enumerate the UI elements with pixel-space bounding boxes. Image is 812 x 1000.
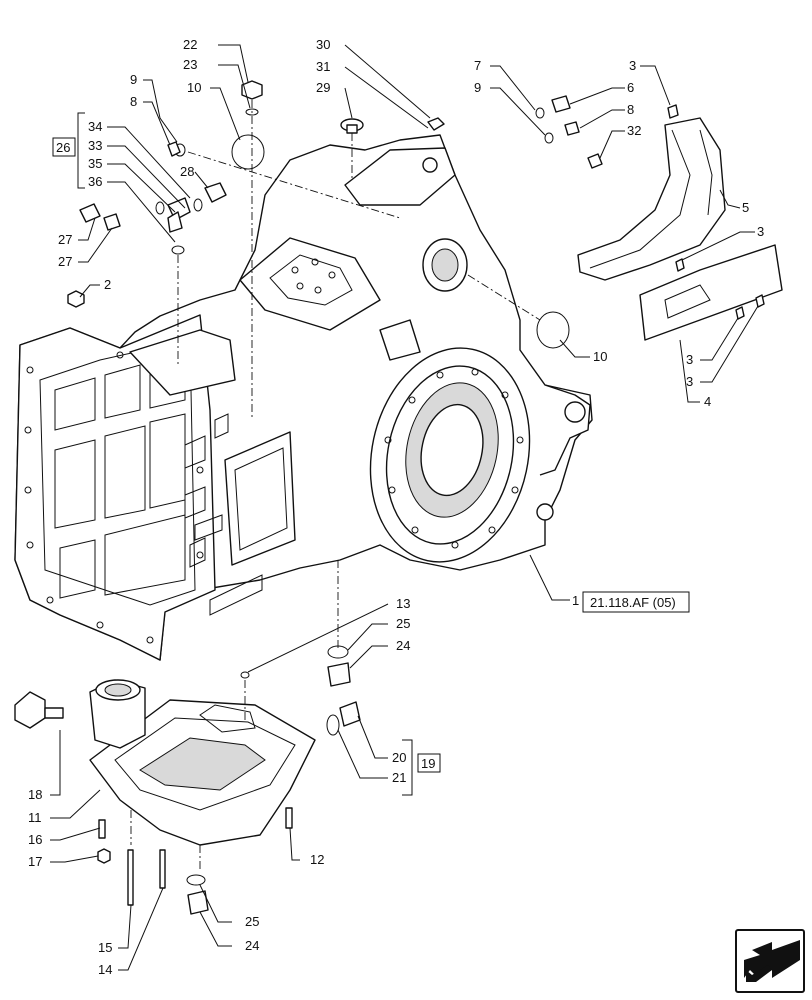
callout-30: 30: [316, 37, 330, 52]
lower-shield: [639, 244, 783, 341]
oil-sump: [14, 679, 316, 915]
callout-25-upper: 25: [396, 616, 410, 631]
callout-3-right: 3: [757, 224, 764, 239]
kit-19-bracket: [402, 739, 441, 796]
callout-3-top: 3: [629, 58, 636, 73]
cross-reference-label[interactable]: 21.118.AF (05): [590, 595, 676, 610]
callout-2: 2: [104, 277, 111, 292]
callout-3-lower-b: 3: [686, 374, 693, 389]
kit-19-label: 19: [421, 756, 435, 771]
callout-27-lower: 27: [58, 254, 72, 269]
callout-14: 14: [98, 962, 112, 977]
arrow-return-icon[interactable]: [735, 929, 805, 993]
callout-25-lower: 25: [245, 914, 259, 929]
alignment-axes: [130, 100, 541, 872]
callout-29: 29: [316, 80, 330, 95]
callout-10-right: 10: [593, 349, 607, 364]
callout-22: 22: [183, 37, 197, 52]
callout-8-left: 8: [130, 94, 137, 109]
callout-20: 20: [392, 750, 406, 765]
callout-10-top: 10: [187, 80, 201, 95]
callout-17: 17: [28, 854, 42, 869]
callout-12: 12: [310, 852, 324, 867]
callout-6: 6: [627, 80, 634, 95]
callout-11: 11: [28, 810, 42, 825]
callout-36: 36: [88, 174, 102, 189]
callout-1: 1: [572, 593, 579, 608]
callout-27-upper: 27: [58, 232, 72, 247]
callout-9-left: 9: [130, 72, 137, 87]
callout-5: 5: [742, 200, 749, 215]
callout-7: 7: [474, 58, 481, 73]
callout-24-lower: 24: [245, 938, 259, 953]
callout-13: 13: [396, 596, 410, 611]
callout-4: 4: [704, 394, 711, 409]
callout-3-lower-a: 3: [686, 352, 693, 367]
transmission-housing: [14, 134, 593, 661]
callout-33: 33: [88, 138, 102, 153]
callout-31: 31: [316, 59, 330, 74]
callout-24-upper: 24: [396, 638, 410, 653]
callout-34: 34: [88, 119, 102, 134]
callout-9-right: 9: [474, 80, 481, 95]
kit-26-bracket: [52, 112, 85, 189]
callout-35: 35: [88, 156, 102, 171]
callout-28: 28: [180, 164, 194, 179]
callout-21: 21: [392, 770, 406, 785]
callout-32: 32: [627, 123, 641, 138]
callout-15: 15: [98, 940, 112, 955]
callout-16: 16: [28, 832, 42, 847]
callout-23: 23: [183, 57, 197, 72]
callout-8-right: 8: [627, 102, 634, 117]
upper-shield: [577, 117, 726, 281]
callout-labels: 22 23 30 31 29 7 9 6 8 32 3 9 10 8 34 33…: [28, 37, 764, 977]
leader-lines: [50, 44, 759, 971]
fasteners: [67, 80, 765, 736]
kit-26-label: 26: [56, 140, 70, 155]
callout-18: 18: [28, 787, 42, 802]
cross-reference-box: [582, 591, 690, 613]
